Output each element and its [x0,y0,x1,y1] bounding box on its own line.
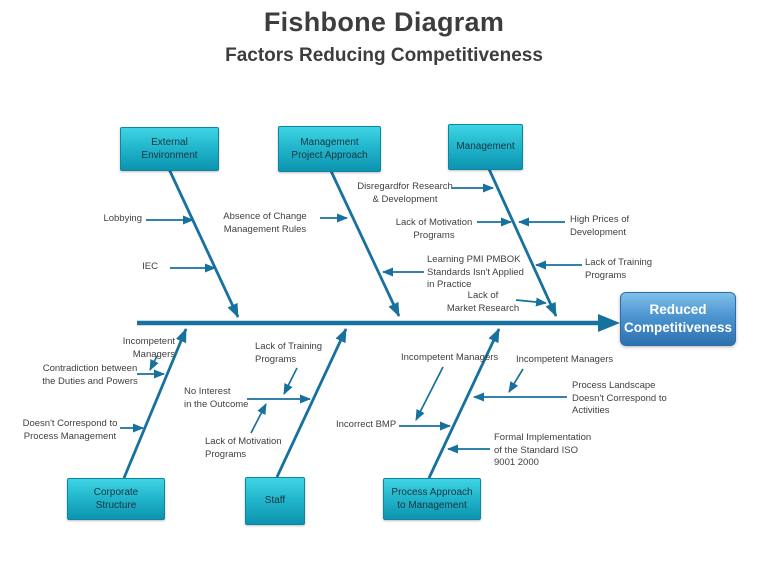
arrow-incompetent-managers-corporate [149,355,159,371]
cause-label-absence-change-rules: Absence of Change Management Rules [223,211,307,235]
cause-label-lack-market-research: Lack of Market Research [446,290,520,314]
arrow-lack-training-staff [283,367,298,395]
category-box-management: Management [448,124,523,170]
category-box-external-environment: External Environment [120,127,219,171]
category-box-process-approach: Process Approach to Management [383,478,481,520]
effect-box-reduced-competitiveness: Reduced Competitiveness [620,292,736,346]
page-subtitle: Factors Reducing Competitiveness [225,45,543,66]
cause-label-process-landscape: Process Landscape Doesn't Correspond to … [572,380,667,417]
cause-label-doesnt-correspond: Doesn't Correspond to Process Management [22,418,118,442]
branch-process-approach [427,328,501,479]
cause-label-iec: IEC [142,261,158,272]
cause-label-incompetent-managers-process-left: Incompetent Managers [401,352,499,363]
cause-label-lack-motivation-management: Lack of Motivation Programs [395,217,473,241]
cause-label-lack-training-management: Lack of Training Programs [585,257,653,281]
category-box-staff: Staff [245,477,305,525]
branch-management [487,168,558,317]
cause-label-incompetent-managers-corporate: Incompetent Managers [122,336,175,360]
arrow-incompetent-managers-process-right [508,368,524,393]
branch-staff [275,328,348,478]
cause-label-incompetent-managers-process-right: Incompetent Managers [516,354,614,365]
arrow-lack-market-research [515,297,547,307]
cause-label-high-prices: High Prices of Development [570,214,630,238]
category-box-management-project-approach: Management Project Approach [278,126,381,172]
arrow-incompetent-managers-process-left [415,366,444,421]
cause-label-pmi-pmbok: Learning PMI PMBOK Standards Isn't Appli… [427,254,524,291]
arrow-lack-motivation-staff [250,403,267,434]
branch-external-environment [167,168,240,318]
cause-label-disregard-rd: Disregardfor Research & Development [357,181,453,205]
branch-corporate-structure [122,328,188,479]
branch-management-project-approach [329,170,401,317]
cause-label-formal-iso: Formal Implementation of the Standard IS… [494,432,592,469]
cause-label-no-interest: No Interest in the Outcome [184,386,249,410]
cause-label-contradiction-duties-powers: Contradiction between the Duties and Pow… [42,363,138,387]
category-box-corporate-structure: Corporate Structure [67,478,165,520]
cause-label-lack-motivation-staff: Lack of Motivation Programs [205,436,282,460]
cause-label-incorrect-bmp: Incorrect BMP [336,419,397,430]
cause-label-lobbying: Lobbying [103,213,142,224]
page-title: Fishbone Diagram [263,7,505,37]
cause-label-lack-training-staff: Lack of Training Programs [255,341,323,365]
spine-arrowhead [598,314,620,332]
